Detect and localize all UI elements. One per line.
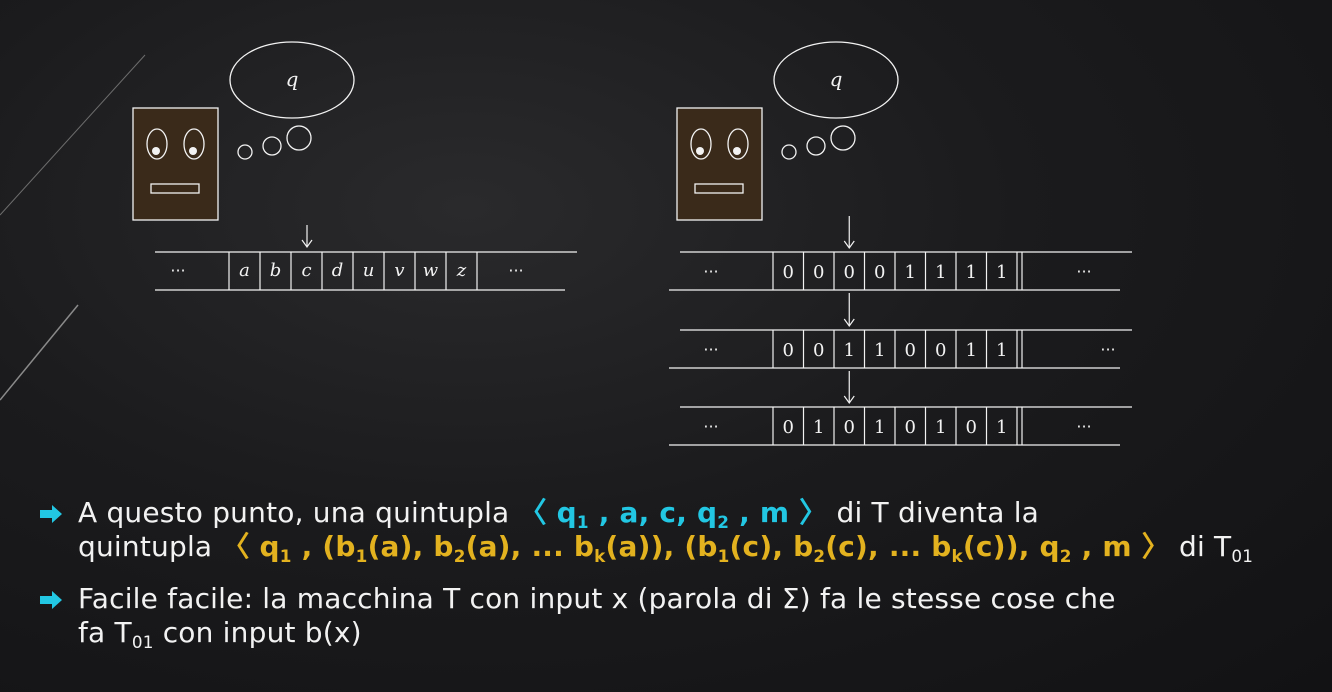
text-fragment: con input b(x) [153,616,362,649]
tape-cell-bit: 0 [966,417,977,438]
tape-cell-bit: 1 [905,262,916,283]
text-fragment: quintupla [78,530,222,563]
quintuple-T01: 〈 q1 , (b1(a), b2(a), ... bk(a)), (b1(c)… [221,530,1170,566]
robot-pupil-left [696,147,704,155]
tape-cell-bit: 0 [905,417,916,438]
bullet-text: A questo punto, una quintupla 〈 q1 , a, … [78,496,1254,566]
thought-dot-large [830,125,856,151]
robot-mouth [150,183,200,194]
tape-cell-bit: 0 [813,340,824,361]
tape-cell-bit: 0 [783,340,794,361]
tape-ellipsis-left: ··· [703,340,718,359]
tape-cell-bit: 1 [996,417,1007,438]
tape-cell-symbol: v [394,260,404,281]
text-fragment: di T [1169,530,1232,563]
head-arrow-tip [843,240,855,250]
tape-cell-symbol: c [301,260,311,281]
tape-ellipsis-right: ··· [508,261,523,280]
tape-cell-bit: 0 [874,262,885,283]
tape-ellipsis-right: ··· [1100,340,1115,359]
arrow-bullet-icon [40,591,62,609]
thought-dot-small [237,144,253,160]
tape-cell-bit: 0 [844,262,855,283]
tape-cell-bit: 0 [935,340,946,361]
tape-cell-bit: 0 [844,417,855,438]
tape-ellipsis-right: ··· [1076,262,1091,281]
bullet-quintuple: A questo punto, una quintupla 〈 q1 , a, … [38,496,1318,564]
tape-cell-symbol: d [332,260,344,281]
robot-head [132,107,219,221]
decor-line-bottom [0,304,79,401]
thought-dot-medium [806,136,826,156]
tape-cell-symbol: b [270,260,282,281]
state-label: q [286,67,299,91]
robot-eye-right [727,128,749,160]
tape-cell-bit: 0 [783,417,794,438]
tape-cell-bit: 1 [874,340,885,361]
tape-cell-symbol: u [363,260,375,281]
tape-cell-bit: 1 [874,417,885,438]
text-fragment: fa T [78,616,132,649]
head-arrow-tip [843,395,855,405]
robot-eye-left [146,128,168,160]
tape-ellipsis-right: ··· [1076,417,1091,436]
thought-dot-small [781,144,797,160]
bullet-text: Facile facile: la macchina T con input x… [78,582,1116,652]
tape-ellipsis-left: ··· [703,262,718,281]
thought-dot-large [286,125,312,151]
tape-cell-bit: 1 [996,262,1007,283]
robot-pupil-left [152,147,160,155]
decor-line-top [0,54,146,216]
thought-dot-medium [262,136,282,156]
robot-eye-right [183,128,205,160]
tape-cell-bit: 0 [783,262,794,283]
tape-cell-bit: 0 [905,340,916,361]
text-fragment: Facile facile: la macchina T con input x… [78,582,1116,615]
tape-cell-bit: 1 [935,417,946,438]
tape-cell-symbol: z [456,260,467,281]
quintuple-T: 〈 q1 , a, c, q2 , m 〉 [518,496,828,532]
text-fragment: A questo punto, una quintupla [78,496,519,529]
arrow-bullet-icon [40,505,62,523]
thought-bubble [773,41,899,119]
robot-pupil-right [733,147,741,155]
robot-head [676,107,763,221]
thought-bubble [229,41,355,119]
robot-pupil-right [189,147,197,155]
tape-cell-bit: 1 [966,340,977,361]
tape-cell-bit: 1 [966,262,977,283]
tape-ellipsis-left: ··· [703,417,718,436]
tape-ellipsis-left: ··· [170,261,185,280]
tape-cell-symbol: w [423,260,439,281]
robot-eye-left [690,128,712,160]
tape-cell-bit: 1 [813,417,824,438]
head-arrow-tip [843,318,855,328]
head-arrow-tip [301,239,313,249]
state-label: q [830,67,843,91]
tape-cell-bit: 1 [935,262,946,283]
bullet-facile: Facile facile: la macchina T con input x… [38,582,1318,650]
tape-cell-bit: 1 [844,340,855,361]
robot-mouth [694,183,744,194]
tape-cell-bit: 1 [996,340,1007,361]
text-fragment: di T diventa la [827,496,1040,529]
tape-cell-symbol: a [239,260,250,281]
bullet-list: A questo punto, una quintupla 〈 q1 , a, … [38,496,1318,668]
tape-cell-bit: 0 [813,262,824,283]
